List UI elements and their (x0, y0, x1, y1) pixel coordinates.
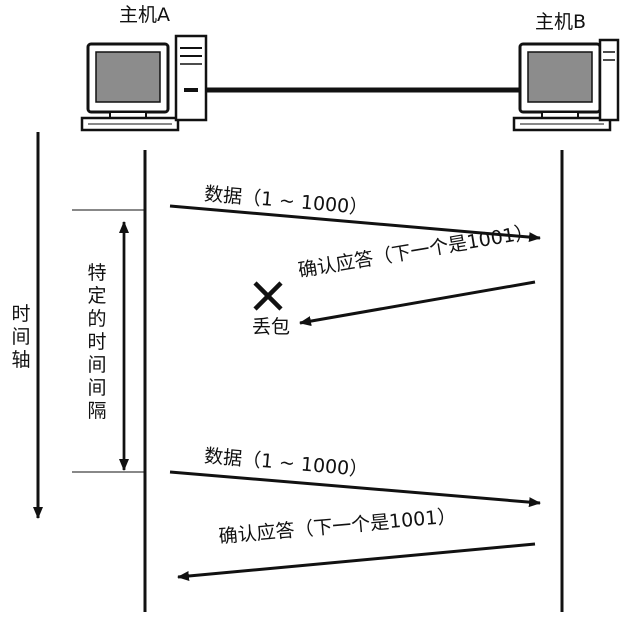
time-axis-label: 时间轴 (11, 303, 31, 371)
ack-arrow-1 (299, 280, 536, 327)
interval-label: 特定的时间间隔 (87, 262, 107, 422)
packet-loss-label: 丢包 (252, 316, 291, 338)
packet-loss-x-icon (253, 281, 283, 311)
host-a-label: 主机A (119, 4, 170, 26)
ack-arrow-2 (177, 542, 536, 581)
host-b-computer-icon (512, 38, 620, 132)
data-arrow-1 (169, 204, 541, 243)
host-a-computer-icon (80, 34, 208, 132)
data-arrow-2 (169, 470, 541, 508)
host-b-label: 主机B (535, 11, 587, 33)
